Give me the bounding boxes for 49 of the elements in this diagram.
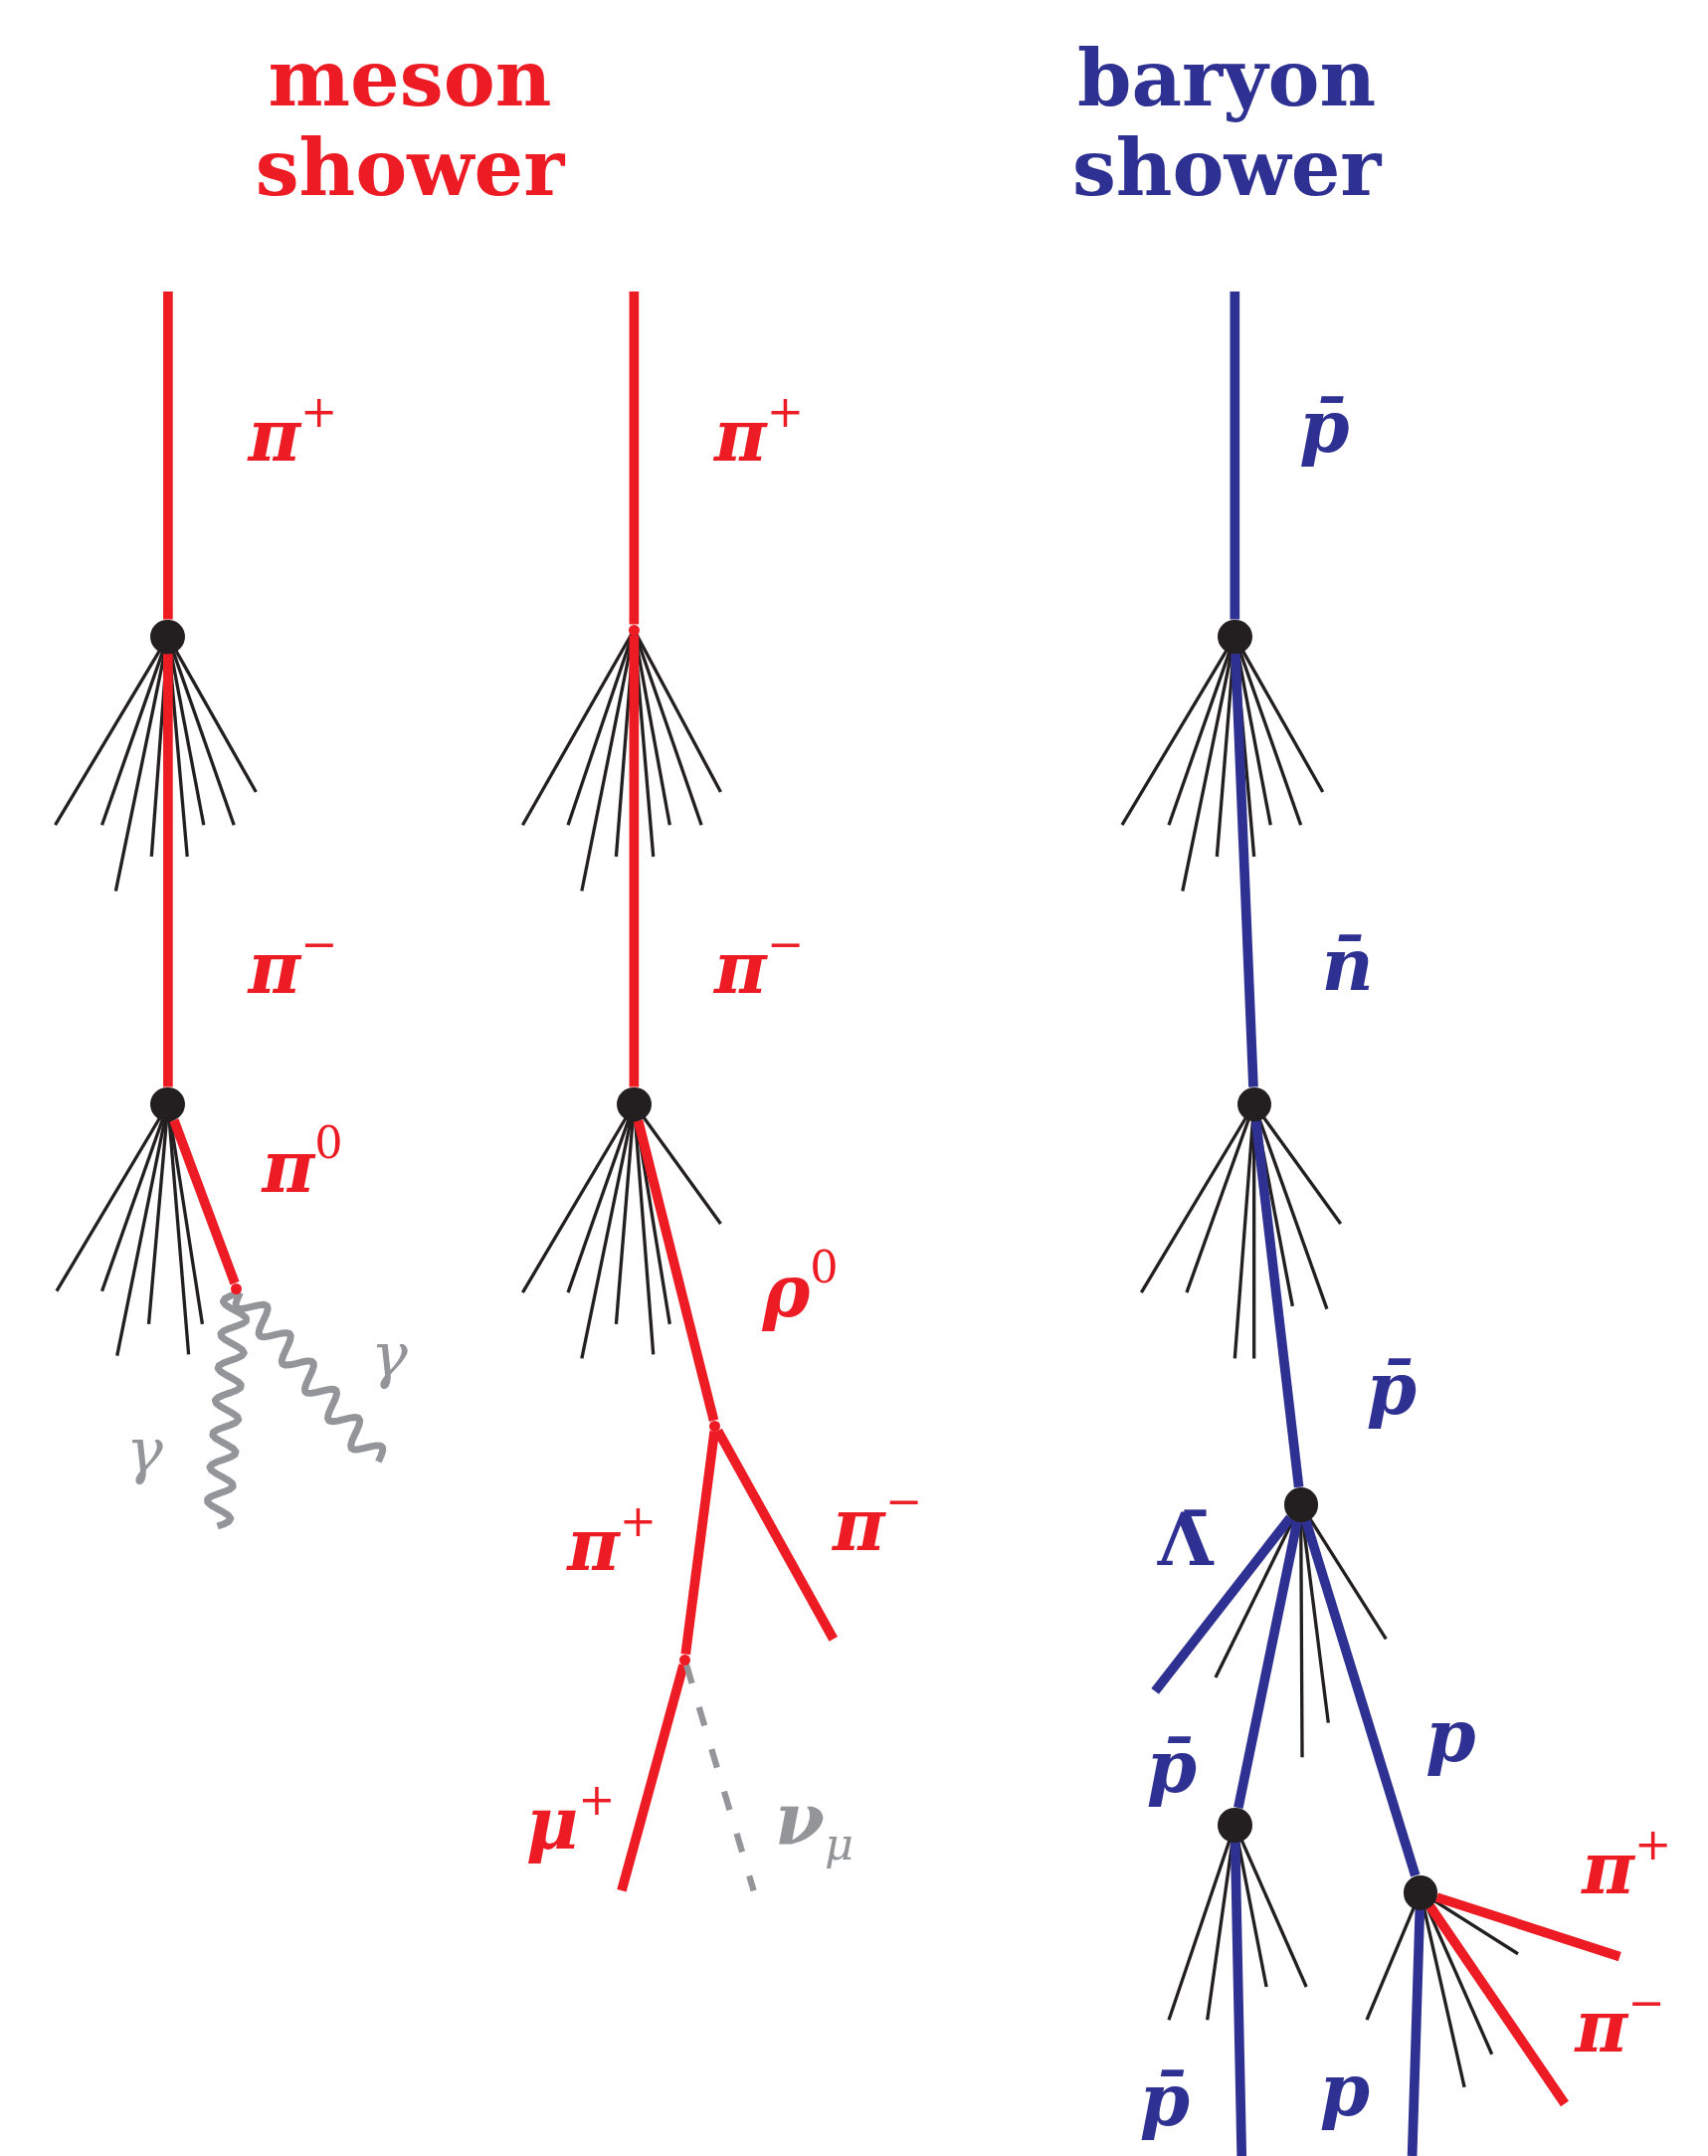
particle-track	[713, 1428, 838, 1642]
particle-track	[1250, 1120, 1304, 1488]
vertex-dot	[1218, 1808, 1252, 1843]
vertex-dot	[150, 1086, 185, 1122]
particle-track	[163, 654, 173, 1087]
particle-label: π$^{−}$	[248, 921, 338, 1004]
vertex-dot	[1283, 1487, 1319, 1522]
particle-track	[633, 1119, 719, 1422]
vertex-dot	[150, 619, 185, 655]
particle-track	[1425, 1903, 1569, 2107]
particle-track	[629, 635, 640, 1087]
particle-label: π$^{+}$	[1582, 1823, 1672, 1904]
vertex-dot	[1403, 1874, 1438, 1910]
particle-track	[1301, 1519, 1421, 1877]
neutrino-track	[683, 1664, 757, 1892]
particle-label: π$^{+}$	[714, 389, 805, 472]
vertex-dot	[1218, 619, 1252, 655]
junction-point	[628, 624, 640, 636]
particle-track	[1234, 1519, 1302, 1809]
particle-track	[1151, 1514, 1294, 1694]
vertex-dot	[617, 1086, 652, 1122]
particle-track	[1230, 1842, 1247, 2156]
particle-label: π$^{−}$	[832, 1478, 923, 1561]
particle-label: π$^{−}$	[1575, 1981, 1665, 2062]
particle-label: π$^{0}$	[262, 1121, 343, 1203]
junction-point	[231, 1282, 243, 1294]
photon-track	[232, 1290, 387, 1464]
particle-label: π$^{+}$	[567, 1499, 658, 1582]
particle-track	[1407, 1908, 1425, 2156]
particle-label: π$^{+}$	[248, 389, 338, 472]
particle-track	[163, 292, 173, 620]
particle-label: n̄	[1321, 929, 1374, 1002]
particle-track	[1230, 292, 1240, 620]
particle-track	[680, 1431, 719, 1656]
vertex-dot	[1236, 1086, 1272, 1122]
particle-track	[1231, 653, 1258, 1087]
particle-label: π$^{−}$	[714, 921, 805, 1004]
particle-label: ν$_{μ}$	[774, 1783, 854, 1867]
particle-track	[629, 292, 640, 625]
particle-label: γ	[125, 1420, 163, 1482]
particle-label: Λ̄	[1157, 1504, 1214, 1577]
shower-heading: baryon shower	[1071, 34, 1382, 214]
shower-heading: meson shower	[255, 34, 565, 214]
particle-track	[1434, 1892, 1621, 1962]
junction-point	[709, 1421, 721, 1433]
particle-track	[617, 1664, 688, 1892]
particle-track	[169, 1118, 240, 1285]
junction-point	[678, 1655, 690, 1666]
photon-track	[204, 1290, 250, 1530]
